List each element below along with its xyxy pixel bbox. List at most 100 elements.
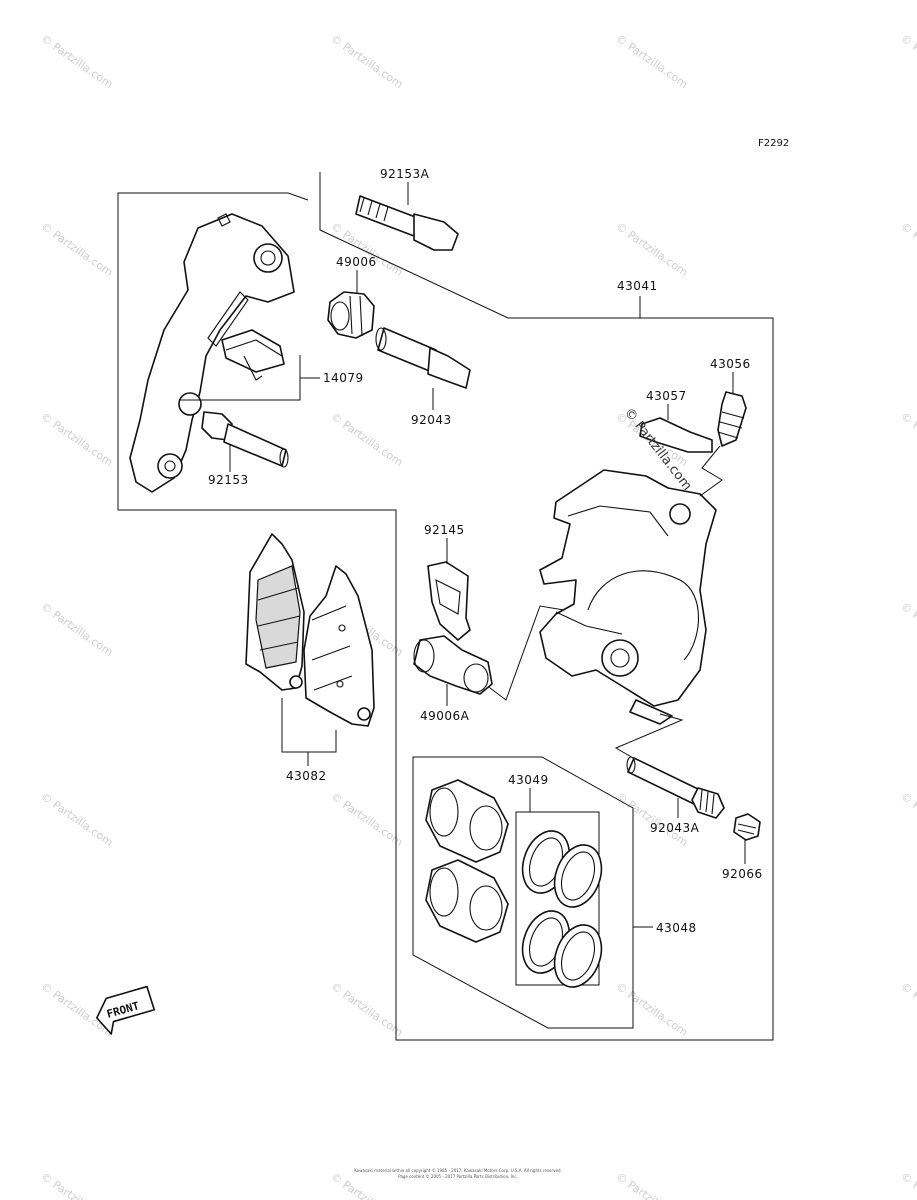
assembly-path-lines bbox=[481, 445, 723, 763]
part-labels: 92153A 49006 43041 43056 43057 14079 920… bbox=[208, 167, 763, 935]
seal-upper-b bbox=[553, 844, 603, 908]
bleed-valve-thread bbox=[717, 411, 745, 439]
pin-92043-part[interactable] bbox=[375, 327, 471, 410]
leader-14079-bracket bbox=[180, 355, 301, 401]
pad-spring-part[interactable] bbox=[180, 329, 320, 401]
watermark-text: © Partzilla.com bbox=[328, 32, 405, 91]
pin-92043A-thread bbox=[699, 789, 715, 815]
caliper-lower-lug bbox=[629, 699, 673, 725]
watermark-text: © Partzilla.com bbox=[328, 790, 405, 849]
label-92066[interactable]: 92066 bbox=[722, 867, 763, 881]
path-boot-to-caliper bbox=[481, 605, 565, 701]
label-92153[interactable]: 92153 bbox=[208, 473, 249, 487]
piston-lower-body bbox=[425, 859, 509, 943]
bracket-hole-lower bbox=[157, 453, 183, 479]
label-92145[interactable]: 92145 bbox=[424, 523, 465, 537]
watermark-text: © Partzilla.com bbox=[613, 220, 690, 279]
boot-49006-ribs bbox=[349, 295, 363, 337]
label-43056[interactable]: 43056 bbox=[710, 357, 751, 371]
label-49006[interactable]: 49006 bbox=[336, 255, 377, 269]
pad-spring-92145-shape bbox=[427, 561, 471, 641]
seal-kit-part[interactable] bbox=[514, 788, 609, 994]
pad-inner-friction bbox=[255, 565, 301, 669]
pad-inner-hole bbox=[289, 675, 303, 689]
watermark-text: © Partzilla.com bbox=[898, 32, 917, 91]
watermark-text: © Partzilla.com bbox=[328, 980, 405, 1039]
pin-92043A-part[interactable] bbox=[626, 756, 725, 819]
pin-92153-part[interactable] bbox=[201, 411, 289, 472]
label-14079[interactable]: 14079 bbox=[323, 371, 364, 385]
piston-lower-rear bbox=[429, 867, 459, 917]
caliper-body-shape bbox=[539, 469, 717, 707]
label-43057[interactable]: 43057 bbox=[646, 389, 687, 403]
watermark-text: © Partzilla.com bbox=[328, 1170, 405, 1200]
pin-92043-end bbox=[375, 327, 387, 351]
bracket-hole-upper-inner bbox=[260, 250, 276, 266]
pad-outer-mark-1 bbox=[338, 624, 346, 632]
bleed-valve-body bbox=[717, 391, 747, 447]
watermark-text: © Partzilla.com bbox=[38, 220, 115, 279]
bracket-outline-line bbox=[117, 172, 774, 1041]
bracket-body bbox=[129, 213, 295, 493]
bolt-92153A-shank bbox=[355, 195, 419, 237]
bracket-hole-lower-inner bbox=[164, 460, 176, 472]
seal-lower-b-inner bbox=[560, 931, 596, 981]
piston-upper-body bbox=[425, 779, 509, 863]
piston-lower-face bbox=[469, 885, 503, 931]
plug-92066-body bbox=[733, 813, 761, 841]
plug-92066-slot bbox=[737, 823, 757, 835]
pad-spring-leg bbox=[243, 355, 263, 381]
watermark-text: © Partzilla.com bbox=[613, 980, 690, 1039]
bracket-hole-middle bbox=[178, 392, 202, 416]
pad-spring-92145-window bbox=[435, 579, 461, 615]
seal-kit-outline bbox=[412, 756, 634, 1029]
pad-spring-92145-part[interactable] bbox=[427, 538, 471, 641]
bolt-92153A-part[interactable] bbox=[355, 182, 459, 251]
caliper-edges bbox=[555, 505, 669, 635]
pad-outer-backing bbox=[303, 565, 375, 727]
label-43041[interactable]: 43041 bbox=[617, 279, 658, 293]
pin-92043-shank bbox=[377, 327, 437, 373]
bolt-92153A-head bbox=[413, 213, 459, 251]
watermark-text: © Partzilla.com bbox=[898, 790, 917, 849]
pad-outer-mark-2 bbox=[336, 680, 344, 688]
path-caliper-to-pin bbox=[614, 713, 684, 763]
label-49006A[interactable]: 49006A bbox=[420, 709, 470, 723]
bolt-92153A-thread bbox=[359, 197, 389, 222]
watermark-text: © Partzilla.com bbox=[613, 790, 690, 849]
label-43082[interactable]: 43082 bbox=[286, 769, 327, 783]
footer-site: Page content © 2005 - 2017 Partzilla Par… bbox=[398, 1174, 518, 1179]
pin-92153-end bbox=[279, 448, 289, 468]
watermark-text: © Partzilla.com bbox=[898, 410, 917, 469]
piston-upper-face bbox=[469, 805, 503, 851]
pin-92043-tip bbox=[427, 347, 471, 389]
pad-inner-lines bbox=[257, 587, 301, 651]
pin-92153-shank bbox=[223, 423, 287, 467]
pistons-part[interactable] bbox=[425, 779, 653, 943]
label-92043A[interactable]: 92043A bbox=[650, 821, 700, 835]
label-92153A[interactable]: 92153A bbox=[380, 167, 430, 181]
caliper-bracket[interactable] bbox=[129, 213, 295, 493]
caliper-bleed-port bbox=[669, 503, 691, 525]
label-43048[interactable]: 43048 bbox=[656, 921, 697, 935]
watermark-text: © Partzilla.com bbox=[613, 1170, 690, 1200]
caliper-pin-bore bbox=[601, 639, 639, 677]
boot-49006A-part[interactable] bbox=[413, 635, 493, 706]
label-43049[interactable]: 43049 bbox=[508, 773, 549, 787]
seal-upper-b-inner bbox=[560, 851, 596, 901]
watermark-text: © Partzilla.com bbox=[38, 600, 115, 659]
watermark-text: © Partzilla.com bbox=[613, 32, 690, 91]
plug-92066-part[interactable] bbox=[733, 813, 761, 864]
seal-subkit-outline bbox=[515, 811, 600, 986]
bleed-valve-part[interactable] bbox=[717, 372, 747, 447]
pad-spring-shape bbox=[221, 329, 285, 373]
caliper-body-part[interactable] bbox=[539, 296, 717, 725]
piston-upper-rear bbox=[429, 787, 459, 837]
pad-outer-hole bbox=[357, 707, 371, 721]
watermark-text: © Partzilla.com bbox=[38, 410, 115, 469]
brake-pads-part[interactable] bbox=[245, 533, 375, 766]
pin-92043A-shank bbox=[627, 757, 701, 805]
label-92043[interactable]: 92043 bbox=[411, 413, 452, 427]
boot-49006-part[interactable] bbox=[327, 270, 375, 339]
